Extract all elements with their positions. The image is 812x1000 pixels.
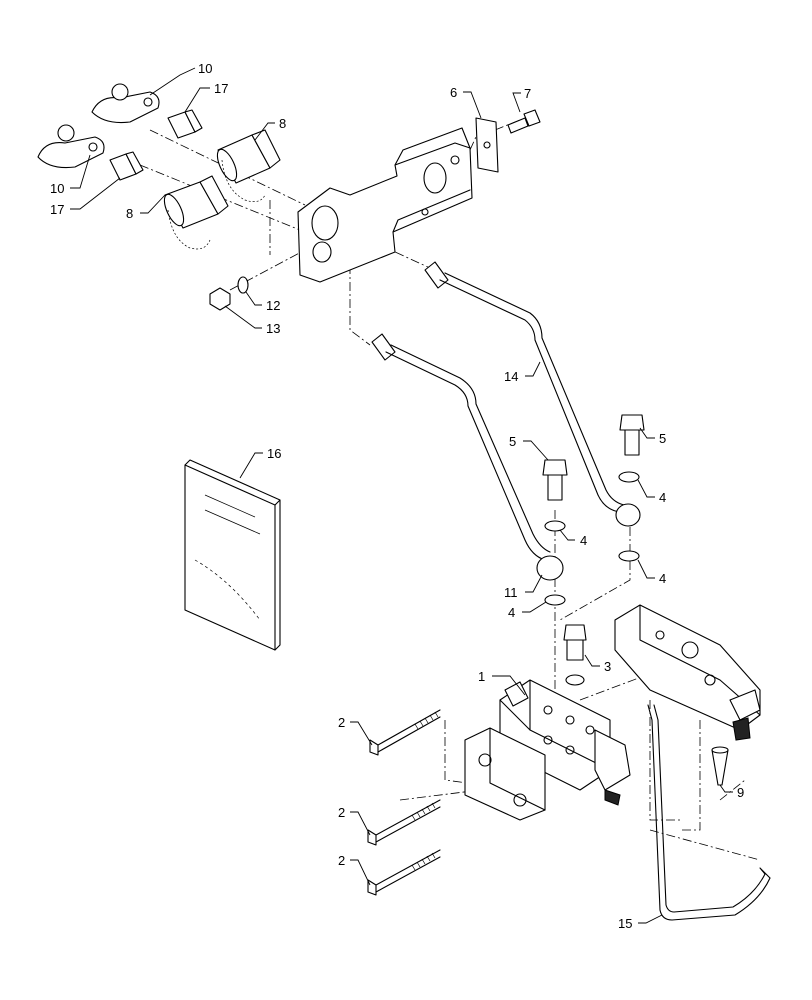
callout-16: 16 bbox=[267, 446, 281, 461]
dust-cap-10-upper bbox=[91, 83, 160, 124]
washers-4 bbox=[544, 471, 640, 686]
lever-15 bbox=[647, 704, 771, 921]
valve-section bbox=[614, 604, 761, 741]
callout-15: 15 bbox=[618, 916, 632, 931]
callouts: 1 2 2 2 3 4 4 4 4 5 5 6 7 8 8 9 10 10 11… bbox=[50, 61, 744, 931]
callout-5: 5 bbox=[509, 434, 516, 449]
fitting-17-lower bbox=[109, 151, 144, 181]
callout-14: 14 bbox=[504, 369, 518, 384]
callout-1: 1 bbox=[478, 669, 485, 684]
callout-2: 2 bbox=[338, 805, 345, 820]
banjo-bolt-5-left bbox=[542, 459, 568, 501]
tube-11 bbox=[371, 333, 564, 581]
callout-2: 2 bbox=[338, 715, 345, 730]
callout-4: 4 bbox=[508, 605, 515, 620]
washer-12 bbox=[237, 276, 249, 294]
callout-11: 11 bbox=[504, 585, 518, 600]
handle-knob-9 bbox=[711, 746, 729, 786]
callout-2: 2 bbox=[338, 853, 345, 868]
callout-17: 17 bbox=[214, 81, 228, 96]
fitting-17-upper bbox=[167, 109, 203, 139]
callout-8: 8 bbox=[126, 206, 133, 221]
bolt-2-middle bbox=[367, 799, 441, 846]
callout-3: 3 bbox=[604, 659, 611, 674]
callout-12: 12 bbox=[266, 298, 280, 313]
callout-7: 7 bbox=[524, 86, 531, 101]
coupler-8-lower bbox=[163, 175, 229, 250]
callout-4: 4 bbox=[659, 571, 666, 586]
callout-6: 6 bbox=[450, 85, 457, 100]
callout-10: 10 bbox=[50, 181, 64, 196]
callout-13: 13 bbox=[266, 321, 280, 336]
callout-4: 4 bbox=[659, 490, 666, 505]
bolt-7 bbox=[507, 109, 541, 134]
spacer-plate bbox=[464, 727, 546, 821]
banjo-bolt-5-right bbox=[619, 414, 645, 456]
plate-6 bbox=[475, 117, 499, 173]
callout-8: 8 bbox=[279, 116, 286, 131]
callout-10: 10 bbox=[198, 61, 212, 76]
nut-13 bbox=[209, 287, 231, 311]
bolt-2-top bbox=[369, 709, 441, 756]
callout-5: 5 bbox=[659, 431, 666, 446]
tube-14 bbox=[424, 261, 641, 527]
callout-17: 17 bbox=[50, 202, 64, 217]
manual-book-16 bbox=[184, 459, 281, 651]
bolt-2-bottom bbox=[367, 849, 441, 896]
leader-lines bbox=[70, 67, 733, 924]
coupler-8-upper bbox=[216, 129, 281, 202]
callout-4: 4 bbox=[580, 533, 587, 548]
adapter-3 bbox=[563, 624, 587, 661]
dust-cap-10-lower bbox=[37, 124, 105, 169]
mounting-bracket bbox=[297, 127, 473, 283]
callout-9: 9 bbox=[737, 785, 744, 800]
